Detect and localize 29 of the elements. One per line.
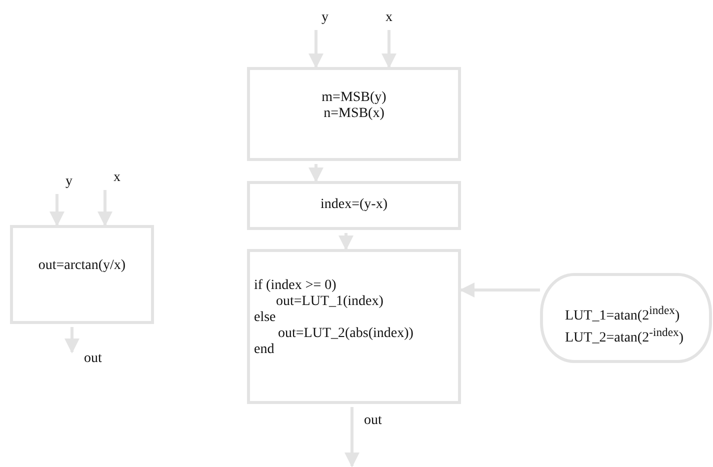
process-box	[247, 181, 461, 230]
process-box	[247, 249, 461, 404]
arrow	[50, 194, 64, 226]
input-label: y	[318, 9, 332, 27]
code-line: LUT_1=atan(2$^{index}$)	[565, 303, 681, 325]
arrow	[308, 164, 324, 182]
input-label: x	[110, 169, 124, 187]
code-line: n=MSB(x)	[322, 106, 386, 122]
input-label: y	[62, 173, 76, 191]
process-box	[10, 225, 154, 324]
arrow	[344, 407, 360, 467]
arrow	[382, 30, 396, 68]
code-line: index=(y-x)	[320, 197, 388, 213]
arrow	[64, 327, 80, 354]
lookup-table-box	[540, 273, 712, 363]
code-line: out=arctan(y/x)	[37, 258, 127, 274]
code-line: if (index >= 0)	[254, 278, 338, 294]
code-line: out=LUT_1(index)	[275, 294, 384, 310]
code-line: m=MSB(y)	[320, 90, 388, 106]
arrow	[308, 30, 324, 68]
arrow	[98, 190, 112, 226]
process-box	[247, 67, 461, 161]
arrow	[460, 282, 540, 298]
code-line: else	[254, 310, 277, 326]
input-label: x	[382, 9, 396, 27]
arrow	[338, 233, 354, 250]
code-line: end	[254, 342, 276, 358]
code-line: LUT_2=atan(2$^{-index}$)	[565, 324, 685, 346]
code-line: out=LUT_2(abs(index))	[277, 326, 414, 342]
